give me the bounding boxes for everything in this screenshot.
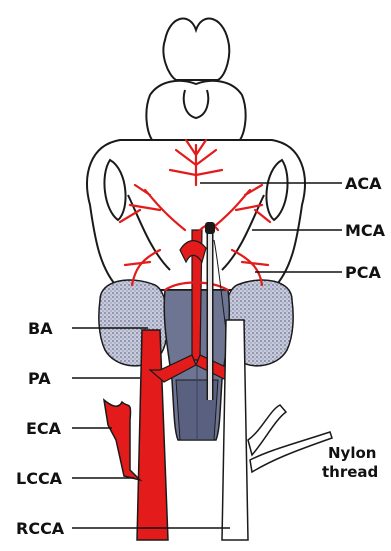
label-rcca: RCCA — [16, 519, 65, 538]
label-nylon: Nylon — [328, 444, 376, 462]
label-lcca: LCCA — [16, 469, 63, 488]
label-pca: PCA — [345, 263, 381, 282]
label-ba: BA — [28, 319, 53, 338]
label-aca: ACA — [345, 174, 382, 193]
label-pa: PA — [28, 369, 51, 388]
label-eca: ECA — [26, 419, 62, 438]
label-mca: MCA — [345, 221, 386, 240]
label-thread: thread — [322, 463, 378, 481]
